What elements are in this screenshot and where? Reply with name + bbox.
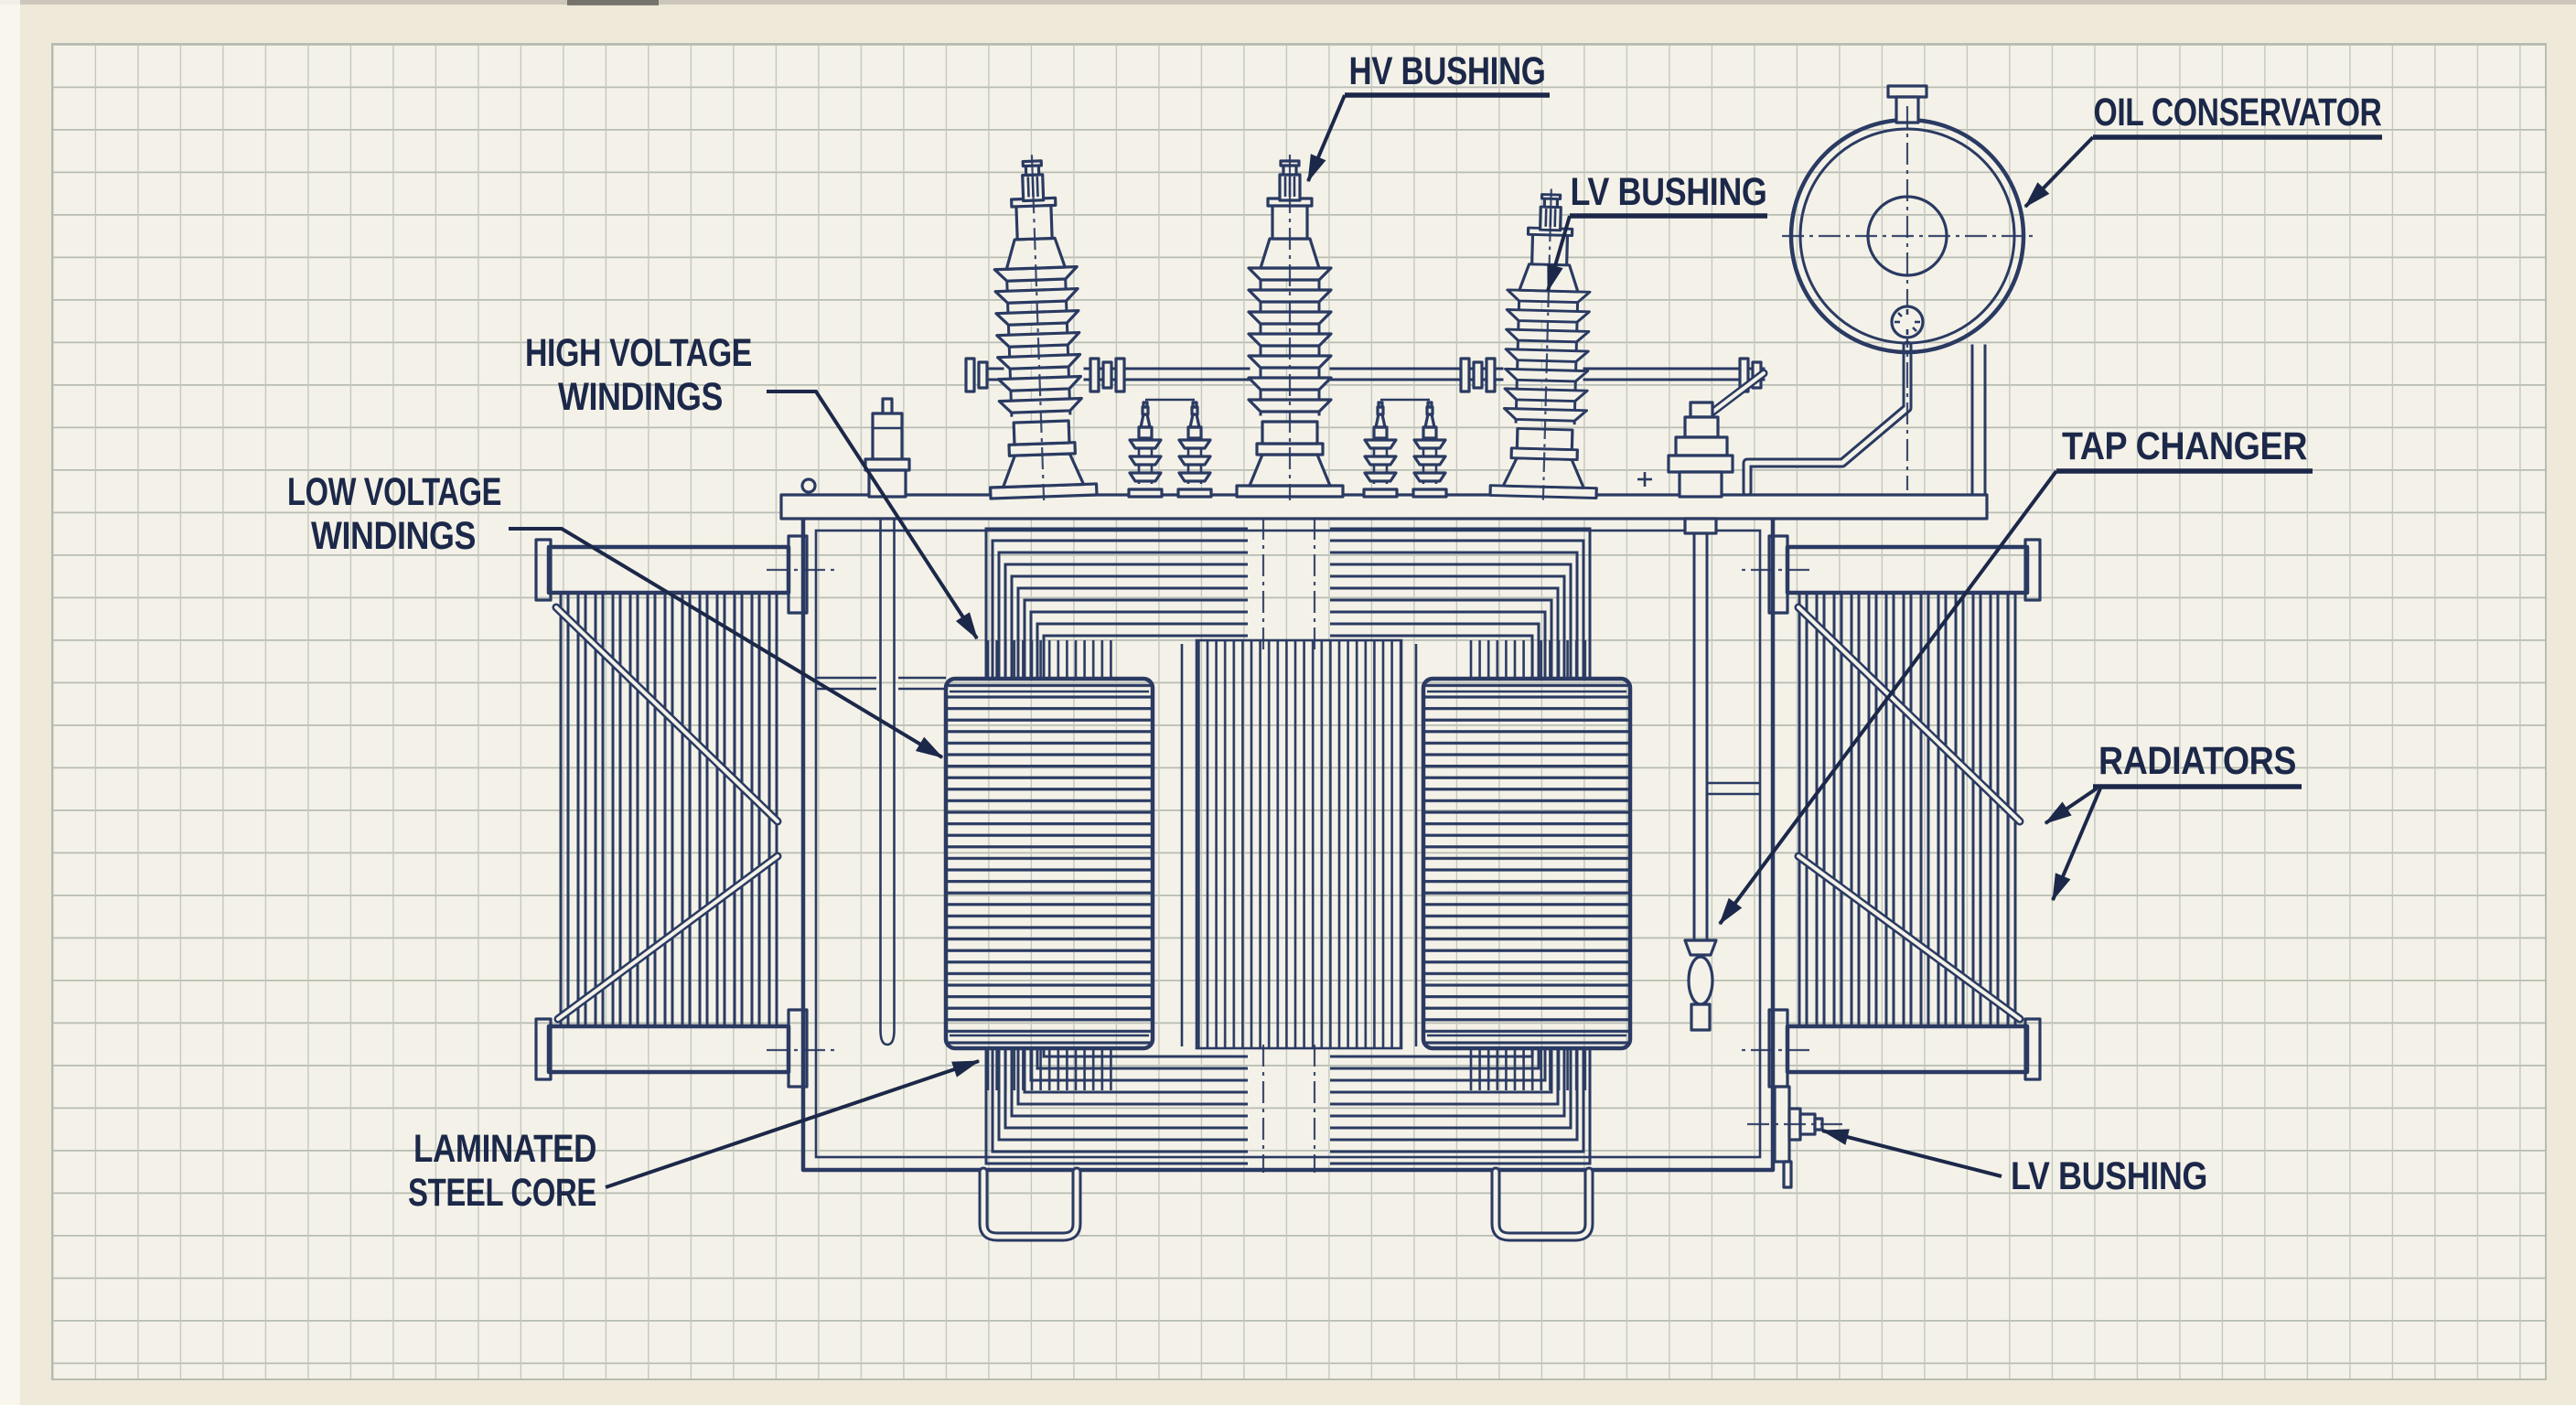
annotations: HV BUSHING LV BUSHING OIL CONSERVATOR HI…: [287, 49, 2382, 1215]
lifting-lug: [800, 477, 817, 494]
tank-lid: [779, 493, 1989, 520]
leader-arrow-lower: [2051, 788, 2102, 902]
tap-changer: [1637, 401, 1760, 1032]
label-hv-bushing: HV BUSHING: [1306, 49, 1550, 183]
radiator-right-braces: [1794, 603, 2024, 1024]
tank-wall-inner: [814, 529, 1762, 1159]
leader-arrow-upper: [2044, 787, 2098, 825]
limb-stub-tr: [1465, 640, 1593, 679]
label-lv-bushing-bottom: LV BUSHING: [1820, 1129, 2208, 1198]
label-radiators-text: RADIATORS: [2098, 739, 2296, 783]
label-tap-changer-text: TAP CHANGER: [2062, 424, 2307, 468]
label-laminated-steel-core: LAMINATED STEEL CORE: [408, 1059, 981, 1215]
label-tap-changer: TAP CHANGER: [1718, 424, 2313, 926]
leader-arrow: [2023, 135, 2095, 209]
label-core-line1: LAMINATED: [413, 1127, 596, 1171]
leader-arrow: [509, 527, 944, 759]
scan-edge-left: [0, 0, 20, 1405]
transformer-drawing: [536, 84, 2040, 1242]
windings: [943, 676, 1633, 1051]
tube-loop: [879, 1029, 896, 1046]
tap-selector: [1687, 955, 1714, 1006]
limb-stub: [985, 640, 1113, 679]
label-radiators: RADIATORS: [2044, 739, 2302, 902]
foot-right-core: [1493, 1169, 1592, 1239]
tap-feed-link-core: [1709, 371, 1766, 415]
label-high-voltage-windings: HIGH VOLTAGE WINDINGS: [525, 331, 979, 640]
bushings: [977, 151, 1606, 504]
label-oil-conservator-text: OIL CONSERVATOR: [2094, 91, 2382, 134]
foot-left-core: [981, 1169, 1079, 1239]
hv-conductor-bus: [964, 357, 1768, 418]
label-lv-bushing-bottom-text: LV BUSHING: [2011, 1154, 2207, 1198]
label-hv-windings-line2: WINDINGS: [558, 375, 723, 419]
core-center-limb: [1195, 638, 1403, 1050]
label-lv-bushing-top: LV BUSHING: [1546, 170, 1767, 293]
leader-arrow: [1718, 469, 2058, 926]
label-lv-windings-line2: WINDINGS: [311, 514, 476, 558]
oil-conservator: [1742, 84, 2033, 498]
lv-bushing-bottom-fitting: [1747, 1085, 1842, 1189]
leader-arrow: [1546, 215, 1572, 293]
winding-block-left: [943, 676, 1155, 1051]
conservator-cap: [1886, 84, 1928, 99]
leader-arrow: [767, 390, 979, 640]
label-hv-windings-line1: HIGH VOLTAGE: [525, 331, 752, 375]
radiator-left-braces: [552, 603, 782, 1024]
scan-edge-top: [0, 0, 2576, 5]
label-lv-bushing-top-text: LV BUSHING: [1571, 170, 1767, 214]
label-low-voltage-windings: LOW VOLTAGE WINDINGS: [287, 470, 944, 759]
leader-arrow: [605, 1059, 981, 1189]
winding-block-right: [1421, 676, 1633, 1051]
tank: [779, 477, 1989, 1242]
leader-arrow: [1306, 94, 1347, 183]
oil-gauge: [1890, 305, 1925, 339]
scan-artifact: [567, 0, 659, 5]
label-hv-bushing-text: HV BUSHING: [1349, 49, 1546, 93]
leader-arrow: [1820, 1129, 2002, 1178]
label-lv-windings-line1: LOW VOLTAGE: [287, 470, 501, 514]
label-oil-conservator: OIL CONSERVATOR: [2023, 91, 2382, 209]
grid-border: [51, 43, 2547, 1380]
limb-stub-br: [1465, 1050, 1593, 1090]
limb-stub-bl: [985, 1050, 1113, 1090]
label-core-line2: STEEL CORE: [408, 1171, 596, 1215]
